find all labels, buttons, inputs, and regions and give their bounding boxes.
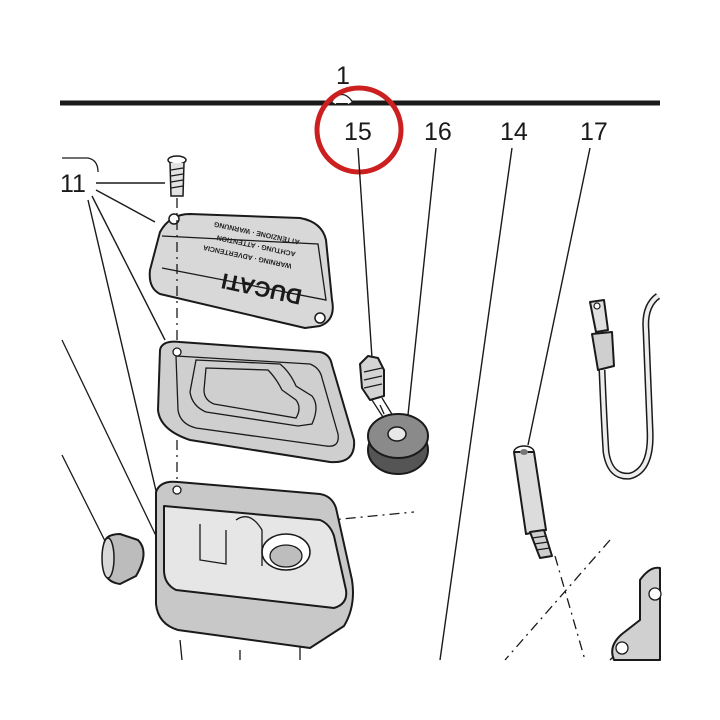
leader-lines [87,147,591,661]
callout-17[interactable]: 17 [580,118,608,146]
housing [155,480,354,661]
callout-16[interactable]: 16 [424,118,452,146]
cover-plate: DUCATI ATTENZIONE · WARNUNG ACHTUNG · AT… [148,213,334,329]
gasket [157,340,356,464]
frame-edge [62,157,99,173]
drain-plug [101,533,145,585]
engine-fragment [611,566,662,661]
cover-screw [167,155,187,197]
callout-11[interactable]: 11 [60,170,86,198]
callout-1[interactable]: 1 [336,62,350,90]
part-17-sensor-wire [589,293,661,480]
callout-15[interactable]: 15 [344,118,372,146]
part-16-grommet [367,413,429,475]
part-14-spacer [513,445,553,559]
part-15-stud [359,355,399,429]
assembly-bar-notch [332,94,352,105]
callout-14[interactable]: 14 [500,118,528,146]
